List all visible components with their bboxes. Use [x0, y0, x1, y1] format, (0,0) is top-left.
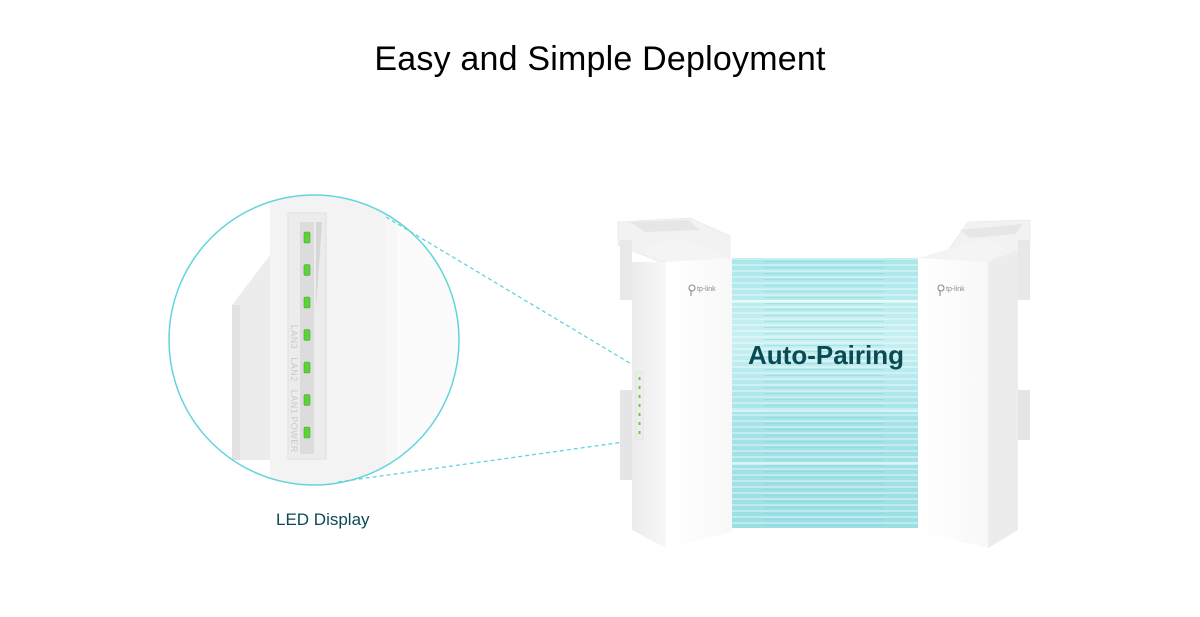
right-device: tp-link — [918, 219, 1031, 548]
led-label-lan1: LAN1 — [289, 390, 299, 415]
led-label-lan2: LAN2 — [289, 357, 299, 382]
left-device-logo: tp-link — [688, 284, 716, 296]
mini-led-light — [638, 386, 641, 389]
led-light — [303, 231, 311, 244]
mini-led-light — [638, 422, 641, 425]
connector-line-bottom — [337, 439, 639, 483]
led-label-power: POWER — [289, 416, 299, 453]
mini-led-light — [638, 377, 641, 380]
right-device-logo: tp-link — [937, 284, 965, 296]
right-device-front — [918, 258, 988, 548]
left-device: tp-link — [617, 217, 732, 548]
led-label-lan3: LAN3 — [289, 325, 299, 350]
auto-pairing-label: Auto-Pairing — [748, 340, 904, 370]
left-device-side — [632, 262, 666, 548]
led-light — [303, 426, 311, 439]
mini-led-light — [638, 404, 641, 407]
tplink-logo-icon — [937, 284, 945, 292]
right-brand-text: tp-link — [946, 286, 965, 293]
led-display-caption: LED Display — [276, 510, 370, 529]
led-light — [303, 394, 311, 406]
mini-led-light — [638, 431, 641, 434]
page-title: Easy and Simple Deployment — [374, 40, 826, 78]
zoom-circle — [168, 194, 460, 486]
led-light — [303, 264, 311, 276]
left-device-front — [666, 258, 732, 548]
led-light — [303, 296, 311, 309]
left-brand-text: tp-link — [697, 286, 716, 293]
auto-pairing-beam — [732, 258, 918, 528]
right-device-side — [988, 250, 1018, 548]
bracket-shape — [232, 255, 270, 460]
led-light — [303, 329, 311, 341]
led-light — [303, 361, 311, 374]
mini-led-light — [638, 395, 641, 398]
mini-led-light — [638, 413, 641, 416]
led-indicators — [303, 231, 311, 439]
mini-led-indicators — [638, 377, 641, 434]
tplink-logo-icon — [688, 284, 696, 292]
